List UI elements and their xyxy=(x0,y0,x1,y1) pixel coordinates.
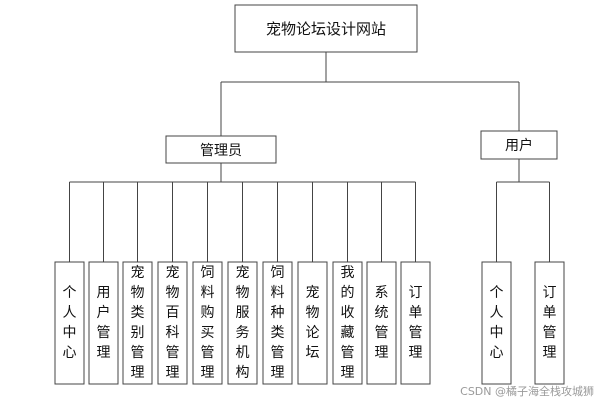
leaf-box xyxy=(122,261,153,385)
leaf-label: 我的收藏管理 xyxy=(341,265,355,381)
leaf-box xyxy=(534,261,565,385)
leaf-box xyxy=(54,261,85,385)
leaf-box xyxy=(88,261,119,385)
leaf-box xyxy=(400,261,431,385)
leaf-label: 饲料购买管理 xyxy=(201,265,215,381)
root-label: 宠物论坛设计网站 xyxy=(266,20,386,38)
leaf-label: 订单管理 xyxy=(543,285,557,361)
watermark: CSDN @橘子海全栈攻城狮 xyxy=(460,385,594,398)
leaf-node-admin: 订单管理 xyxy=(400,261,431,385)
leaf-label: 订单管理 xyxy=(409,285,423,361)
leaf-nodes: 个人中心 用户管理 宠物类别管理 宠物百科管理 饲料购买管理 宠物服务机构 饲料种类管理 宠物… xyxy=(54,261,565,385)
leaf-node-admin: 个人中心 xyxy=(54,261,85,385)
connector-lines xyxy=(69,52,550,262)
group-label-user: 用户 xyxy=(505,137,533,154)
leaf-node-admin: 系统管理 xyxy=(366,261,397,385)
leaf-label: 宠物百科管理 xyxy=(166,265,180,381)
leaf-node-admin: 宠物百科管理 xyxy=(157,261,188,385)
leaf-node-admin: 饲料种类管理 xyxy=(262,261,293,385)
leaf-label: 宠物类别管理 xyxy=(131,265,145,381)
leaf-label: 宠物服务机构 xyxy=(236,265,250,381)
leaf-label: 系统管理 xyxy=(375,285,389,361)
group-node-admin: 管理员 xyxy=(165,135,277,164)
leaf-box xyxy=(192,261,223,385)
leaf-box xyxy=(332,261,363,385)
leaf-box xyxy=(481,261,512,385)
group-node-user: 用户 xyxy=(480,130,558,160)
leaf-label: 用户管理 xyxy=(97,285,111,361)
leaf-node-admin: 我的收藏管理 xyxy=(332,261,363,385)
leaf-label: 个人中心 xyxy=(490,285,504,361)
group-label-admin: 管理员 xyxy=(200,143,242,159)
leaf-box xyxy=(366,261,397,385)
leaf-label: 宠物论坛 xyxy=(306,285,320,361)
leaf-node-admin: 饲料购买管理 xyxy=(192,261,223,385)
leaf-node-user: 订单管理 xyxy=(534,261,565,385)
leaf-box xyxy=(227,261,258,385)
leaf-label: 个人中心 xyxy=(63,285,77,361)
leaf-label: 饲料种类管理 xyxy=(271,265,285,381)
leaf-node-admin: 宠物服务机构 xyxy=(227,261,258,385)
leaf-box xyxy=(262,261,293,385)
leaf-node-admin: 用户管理 xyxy=(88,261,119,385)
root-node: 宠物论坛设计网站 xyxy=(234,4,418,53)
leaf-box xyxy=(297,261,328,385)
leaf-box xyxy=(157,261,188,385)
leaf-node-admin: 宠物论坛 xyxy=(297,261,328,385)
leaf-node-user: 个人中心 xyxy=(481,261,512,385)
leaf-node-admin: 宠物类别管理 xyxy=(122,261,153,385)
